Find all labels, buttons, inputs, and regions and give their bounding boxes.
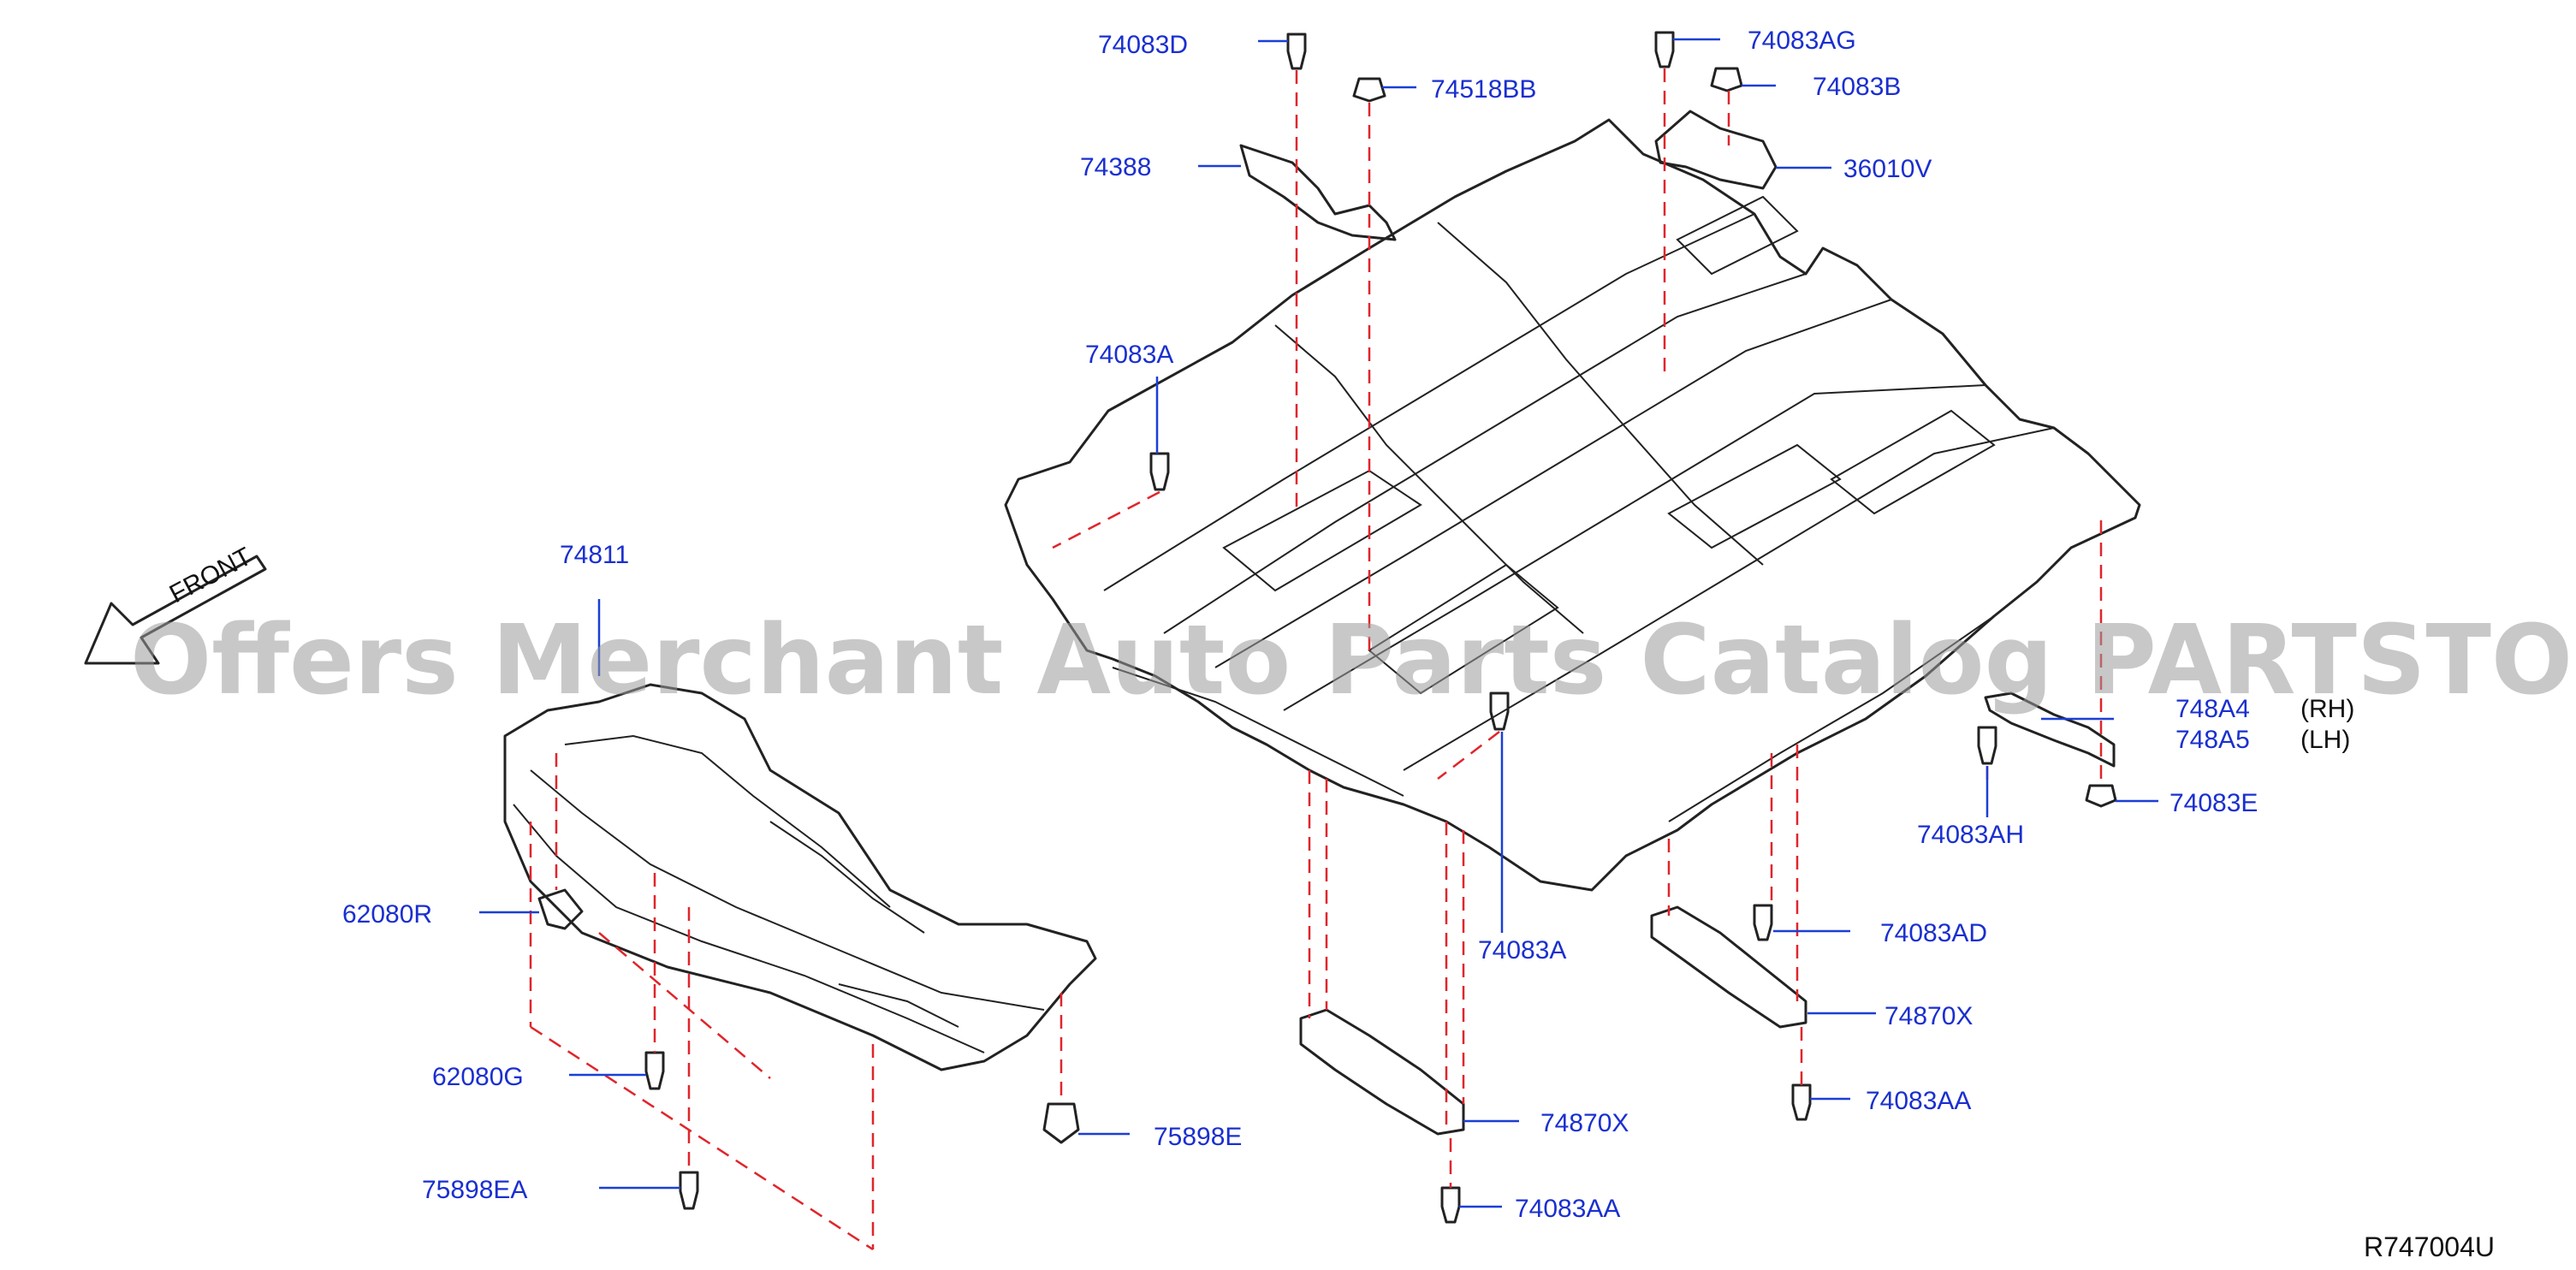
front-arrow-icon [84, 555, 267, 665]
brace-74870X-left [1299, 1008, 1465, 1136]
callout-labels: 74083D 74518BB 74083AG 74083B 74388 3601… [342, 27, 2354, 1223]
callout-748A4[interactable]: 748A4 [2175, 695, 2250, 723]
bracket-36010V [1654, 110, 1778, 190]
bracket-748A4 [1984, 691, 2116, 768]
callout-75898E[interactable]: 75898E [1154, 1123, 1242, 1151]
callout-74083AA-right[interactable]: 74083AA [1866, 1087, 1971, 1115]
callout-74083E[interactable]: 74083E [2169, 789, 2258, 817]
callout-62080R[interactable]: 62080R [342, 900, 432, 929]
callout-74083A-lower[interactable]: 74083A [1478, 936, 1566, 964]
note-lh: (LH) [2300, 726, 2350, 754]
note-rh: (RH) [2300, 695, 2354, 723]
callout-748A5[interactable]: 748A5 [2175, 726, 2250, 754]
watermark-text: Offers Merchant Auto Parts Catalog PARTS… [130, 605, 2576, 716]
diagram-code: R747004U [2364, 1231, 2495, 1262]
callout-74083AA-left[interactable]: 74083AA [1515, 1195, 1620, 1223]
callout-74083AH[interactable]: 74083AH [1917, 821, 2024, 849]
floor-panel [1004, 118, 2141, 892]
leader-lines [479, 38, 2158, 1208]
callout-74083AG[interactable]: 74083AG [1748, 27, 1856, 55]
callout-74518BB[interactable]: 74518BB [1431, 75, 1536, 104]
alignment-lines [529, 68, 2103, 1251]
front-under-cover [503, 683, 1097, 1071]
callout-74388[interactable]: 74388 [1080, 153, 1151, 181]
brace-74870X-right [1650, 905, 1807, 1029]
callout-74870X-right[interactable]: 74870X [1885, 1002, 1973, 1030]
callout-74811[interactable]: 74811 [560, 541, 629, 569]
bracket-74388 [1239, 144, 1397, 241]
callout-74870X-left[interactable]: 74870X [1540, 1109, 1629, 1137]
callout-74083D[interactable]: 74083D [1098, 31, 1188, 59]
callout-74083AD[interactable]: 74083AD [1880, 919, 1987, 947]
callout-74083A-upper[interactable]: 74083A [1085, 341, 1173, 369]
callout-36010V[interactable]: 36010V [1843, 155, 1932, 183]
callout-74083B[interactable]: 74083B [1813, 73, 1901, 101]
callout-62080G[interactable]: 62080G [432, 1063, 524, 1091]
fastener-icons [537, 31, 2117, 1224]
callout-75898EA[interactable]: 75898EA [422, 1176, 527, 1204]
